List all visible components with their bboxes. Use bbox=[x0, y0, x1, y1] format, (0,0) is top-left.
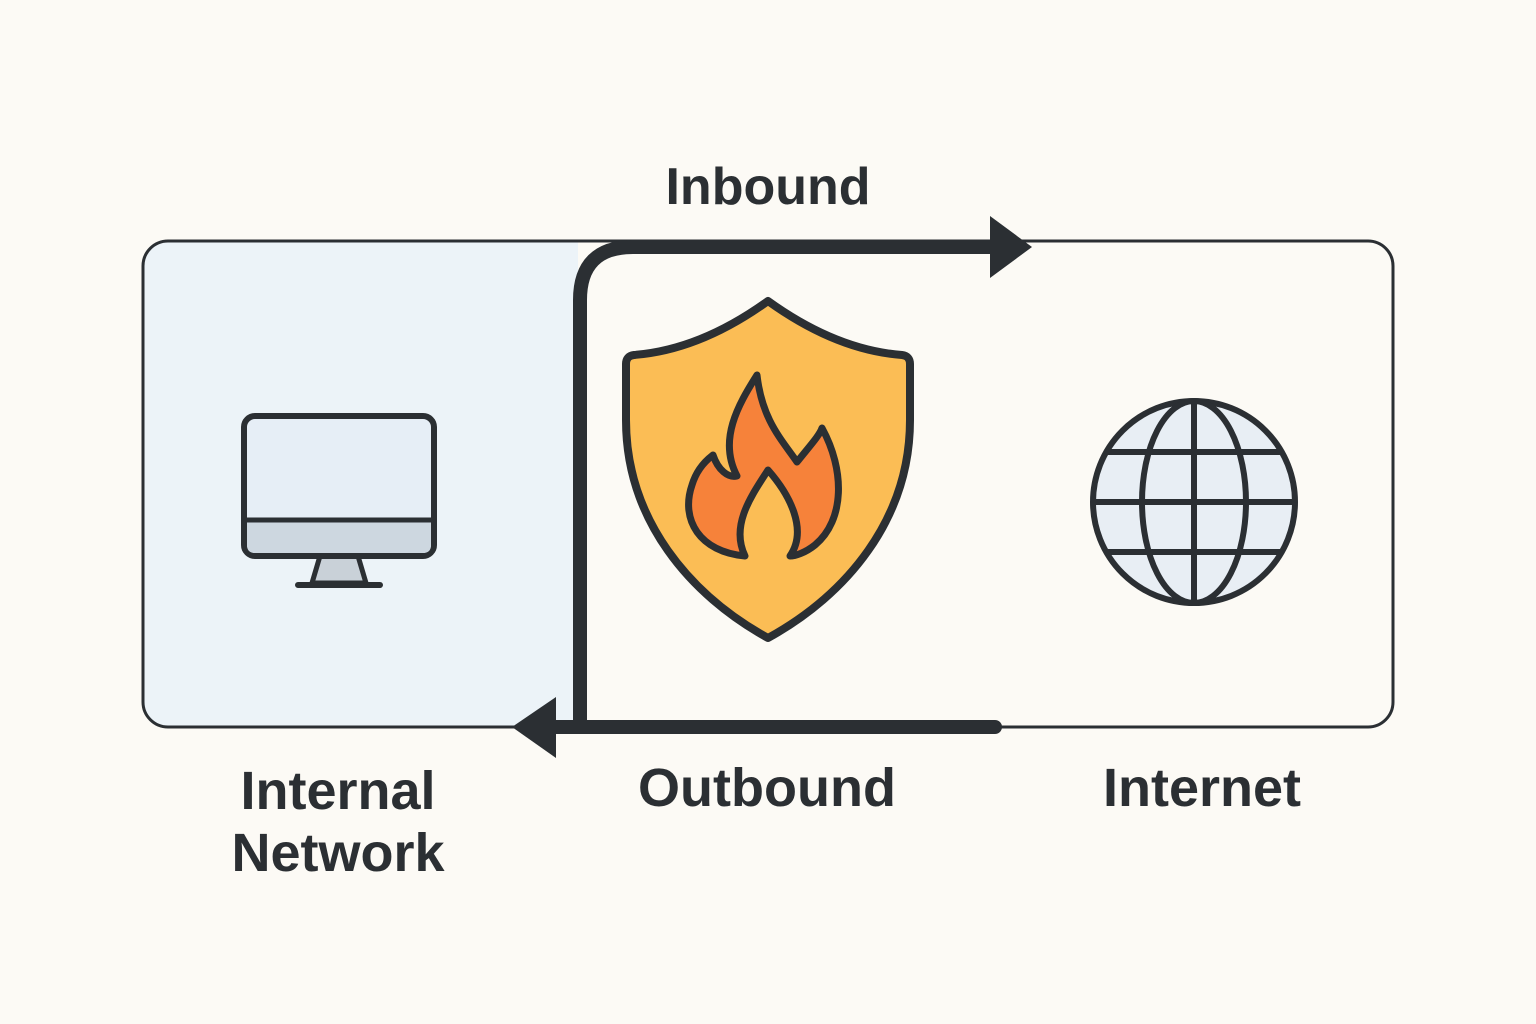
inbound-label: Inbound bbox=[665, 158, 871, 216]
traffic-flow-path bbox=[538, 240, 1002, 734]
internal-network-label: Internal Network bbox=[188, 760, 488, 884]
monitor-icon bbox=[241, 413, 437, 588]
inbound-arrowhead bbox=[990, 216, 1032, 278]
outbound-label: Outbound bbox=[638, 758, 896, 818]
internal-network-label-line2: Network bbox=[231, 823, 445, 883]
shield-flame-icon bbox=[622, 297, 914, 642]
globe-icon bbox=[1090, 398, 1298, 606]
internal-network-label-line1: Internal bbox=[240, 761, 436, 821]
flame-icon bbox=[685, 371, 842, 560]
internet-label: Internet bbox=[1102, 758, 1302, 818]
outbound-arrowhead bbox=[512, 697, 556, 758]
